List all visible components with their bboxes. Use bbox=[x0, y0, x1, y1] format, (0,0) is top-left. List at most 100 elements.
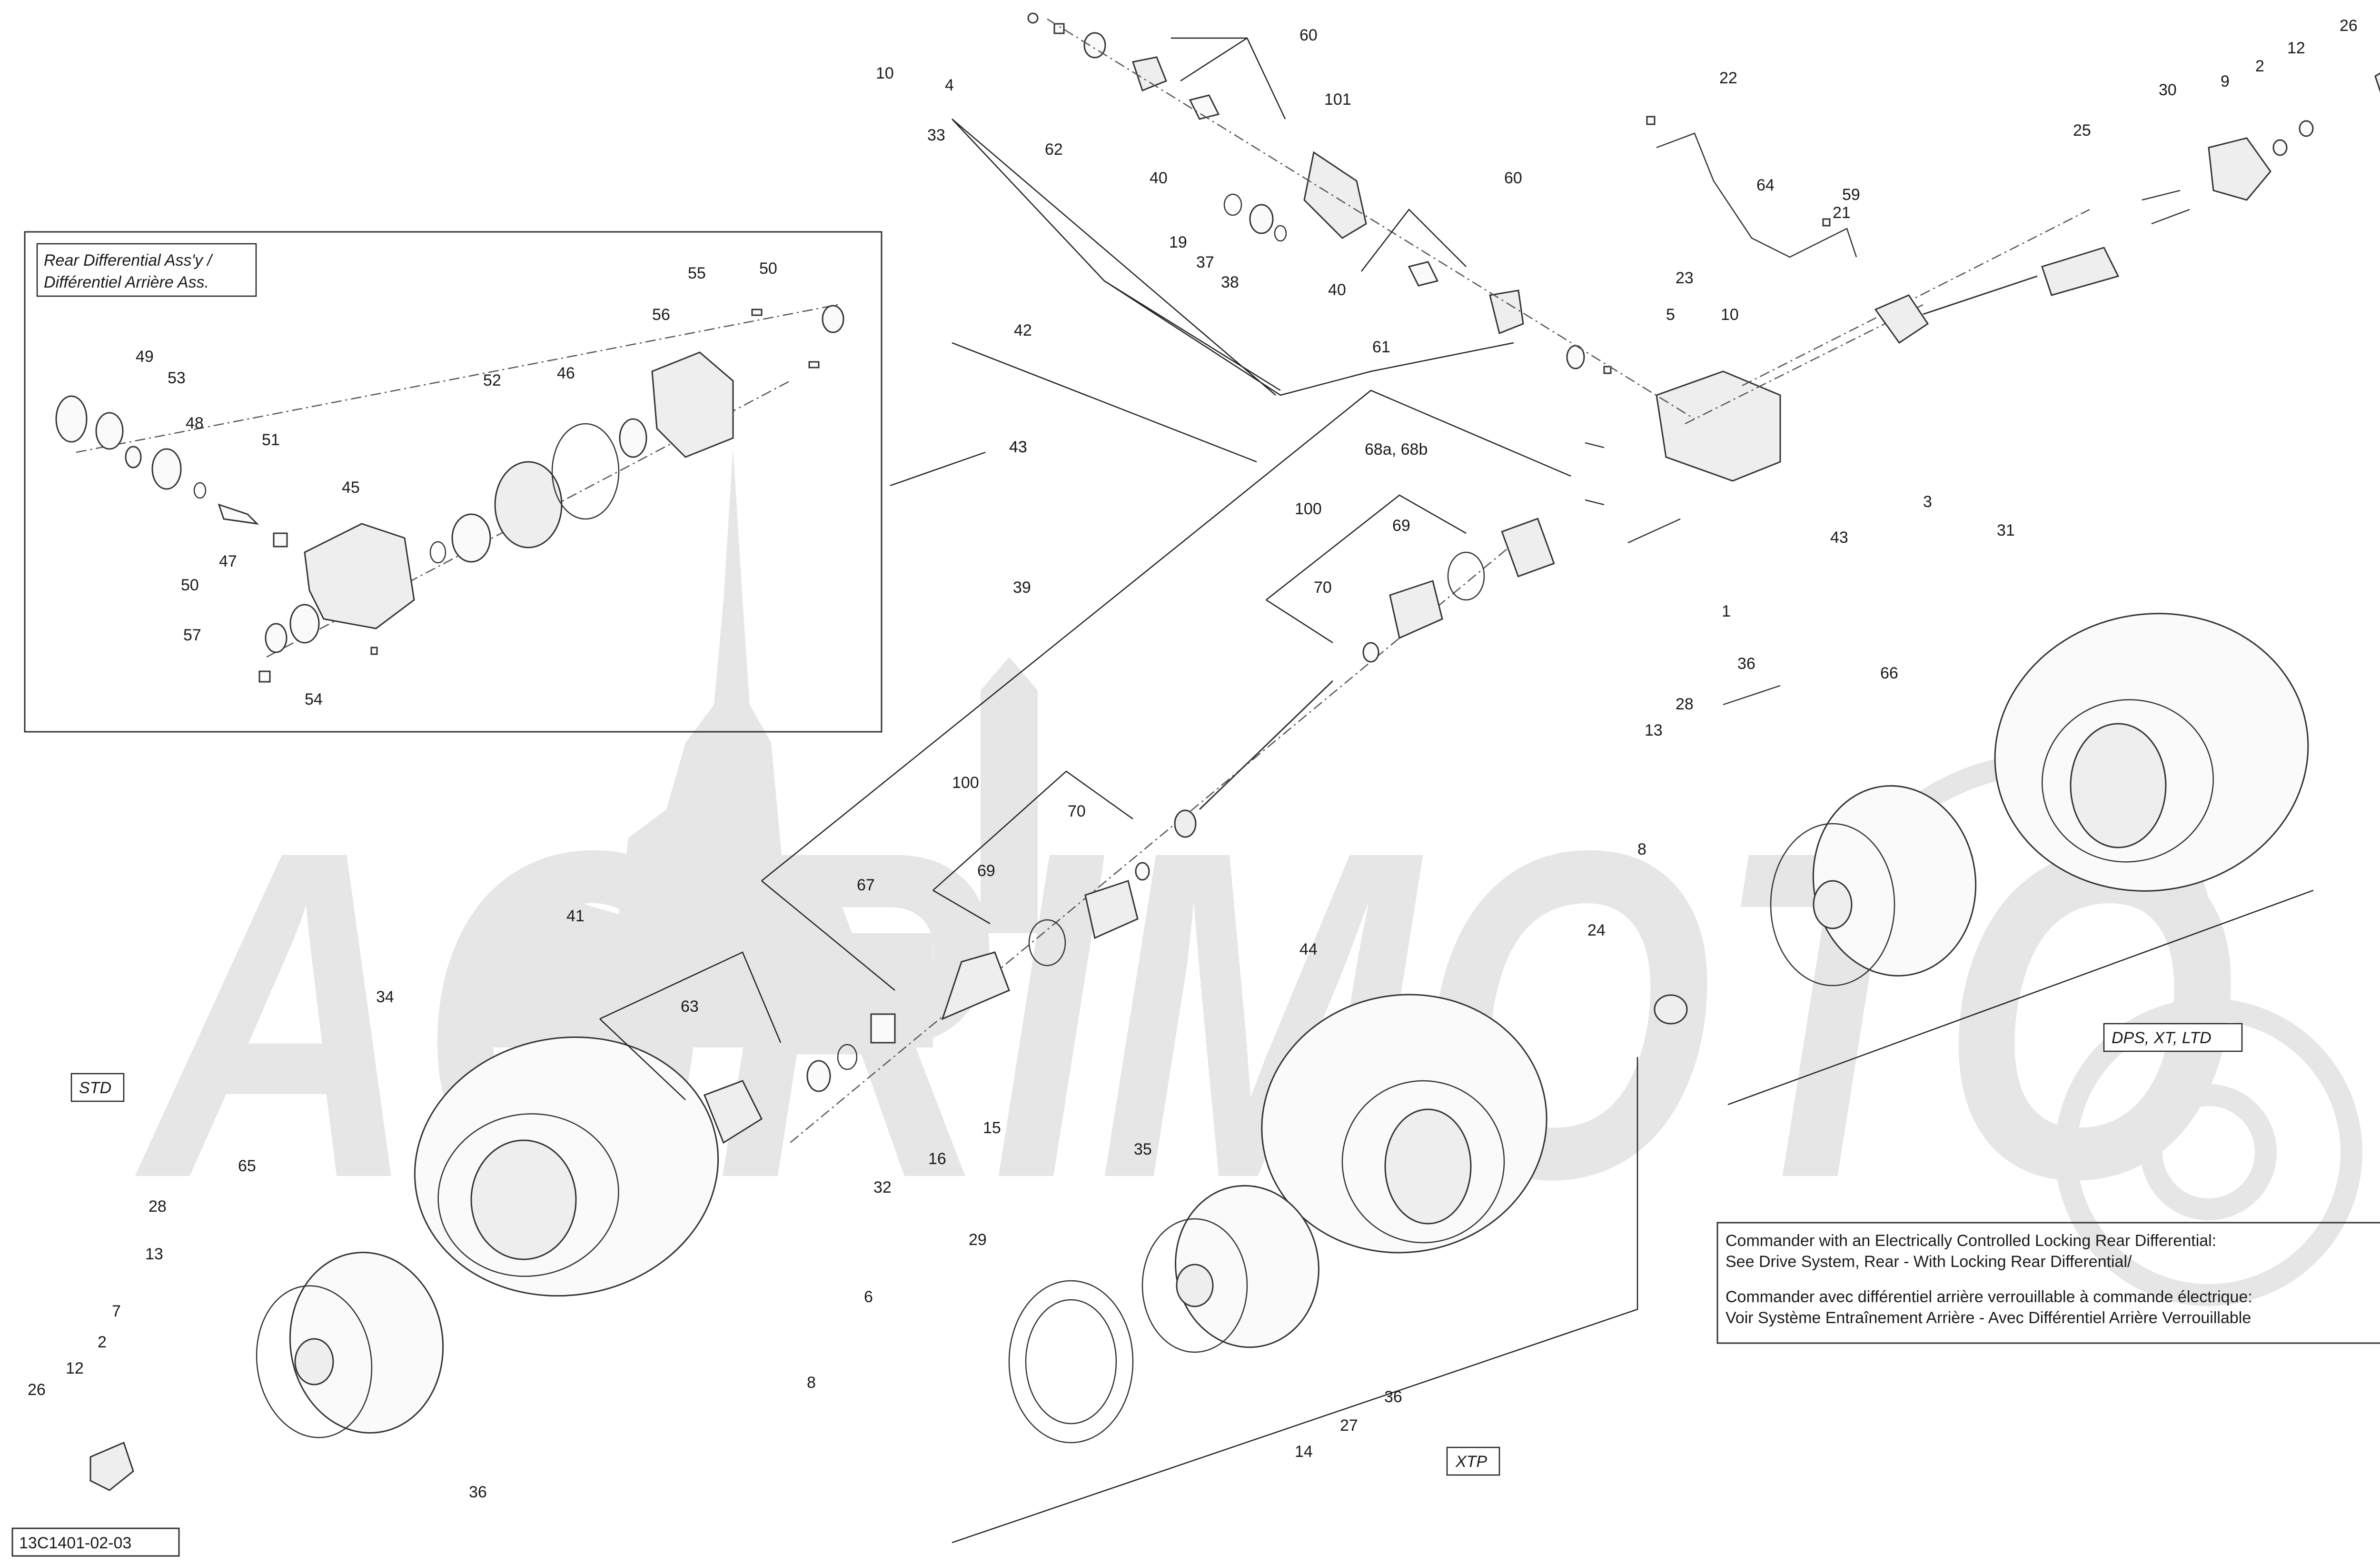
hub-30 bbox=[2208, 137, 2271, 201]
inset-title-box bbox=[36, 243, 257, 297]
nut-2 bbox=[2299, 120, 2314, 137]
bearing-15 bbox=[870, 1013, 896, 1044]
stud-a bbox=[1585, 442, 1605, 449]
callout: 36 bbox=[1384, 1388, 1402, 1406]
tag-std: STD bbox=[79, 1079, 111, 1097]
cover-56 bbox=[651, 351, 734, 458]
inset-frame bbox=[24, 231, 883, 733]
boot-100b bbox=[1084, 880, 1139, 939]
callout: 50 bbox=[759, 259, 777, 278]
callout: 22 bbox=[1719, 69, 1737, 87]
callout: 45 bbox=[342, 478, 360, 497]
callout: 66 bbox=[1880, 664, 1898, 682]
callout: 44 bbox=[1299, 940, 1318, 958]
spline-39 bbox=[1174, 809, 1197, 838]
figure-id-box: 13C1401-02-03 bbox=[11, 1527, 180, 1557]
circlip-51 bbox=[193, 482, 207, 499]
callout: 41 bbox=[566, 907, 585, 925]
callout: 36 bbox=[1737, 655, 1755, 673]
callout: 37 bbox=[1196, 253, 1214, 271]
callout: 60 bbox=[1299, 26, 1318, 44]
yoke-62 bbox=[1132, 56, 1167, 91]
note-box: Commander with an Electrically Controlle… bbox=[1716, 1222, 2380, 1344]
callout: 13 bbox=[145, 1245, 163, 1263]
nut-10 bbox=[1027, 12, 1039, 24]
cv-joint-right bbox=[1874, 294, 1929, 344]
tire-44 bbox=[1261, 994, 1547, 1254]
callout: 25 bbox=[2073, 121, 2091, 140]
axle-right bbox=[1923, 275, 2038, 315]
callout: 2 bbox=[2255, 57, 2264, 75]
callout: 70 bbox=[1068, 802, 1086, 820]
callout: 49 bbox=[136, 348, 154, 366]
clip-22 bbox=[1646, 116, 1656, 125]
callout: 40 bbox=[1150, 169, 1168, 187]
seal-32 bbox=[806, 1060, 831, 1092]
clamp-69b bbox=[1028, 919, 1066, 967]
ring-inset bbox=[429, 541, 446, 564]
stud-25a bbox=[2142, 189, 2181, 201]
callout: 62 bbox=[1045, 140, 1063, 159]
stud-25b bbox=[2151, 209, 2190, 225]
bearing-68 bbox=[1501, 518, 1555, 578]
callout: 21 bbox=[1833, 204, 1851, 222]
callout: 15 bbox=[983, 1119, 1001, 1137]
screw-54 bbox=[370, 647, 378, 655]
clamp-70 bbox=[1362, 642, 1379, 663]
cv-joint-67 bbox=[941, 951, 1010, 1020]
callout: 101 bbox=[1324, 90, 1351, 109]
wheel-35 bbox=[1141, 1185, 1319, 1353]
callout: 52 bbox=[483, 371, 501, 389]
left-axle-assembly bbox=[704, 518, 1555, 1144]
callout: 47 bbox=[219, 552, 237, 570]
housing-45 bbox=[304, 523, 415, 629]
callout: 28 bbox=[1676, 695, 1694, 713]
clip-21 bbox=[1822, 218, 1831, 227]
tag-xtp: XTP bbox=[1455, 1453, 1487, 1471]
figure-id: 13C1401-02-03 bbox=[19, 1534, 131, 1552]
callout: 56 bbox=[652, 306, 670, 324]
callout: 38 bbox=[1221, 273, 1239, 291]
callout: 1 bbox=[1722, 602, 1731, 620]
callout: 28 bbox=[149, 1197, 167, 1216]
boot-100 bbox=[1389, 580, 1443, 639]
callout-numbers: 10 4 33 62 60 101 40 19 37 38 60 40 61 4… bbox=[28, 17, 2358, 1501]
bearing-47 bbox=[289, 604, 320, 644]
note-line3: Commander avec différentiel arrière verr… bbox=[1726, 1288, 2252, 1306]
diff-gear bbox=[451, 513, 491, 563]
callout: 65 bbox=[238, 1157, 256, 1175]
callout: 33 bbox=[927, 126, 945, 144]
callout: 36 bbox=[469, 1483, 487, 1501]
callout: 29 bbox=[969, 1231, 987, 1249]
bearing-48 bbox=[151, 448, 182, 490]
seal-50 bbox=[265, 623, 288, 653]
callout: 13 bbox=[1645, 721, 1663, 739]
callout: 100 bbox=[952, 774, 979, 792]
stud-b bbox=[1585, 499, 1605, 506]
callout: 55 bbox=[688, 264, 706, 282]
wheel-66 bbox=[1770, 785, 1977, 987]
inset-rear-differential: Rear Differential Ass'y / Différentiel A… bbox=[24, 231, 883, 733]
callout: 26 bbox=[28, 1381, 46, 1399]
inset-title-line2: Différentiel Arrière Ass. bbox=[44, 273, 209, 291]
callout: 43 bbox=[1009, 438, 1027, 456]
note-line2: See Drive System, Rear - With Locking Re… bbox=[1726, 1253, 2132, 1271]
bolt-55 bbox=[751, 309, 763, 316]
callout: 24 bbox=[1587, 921, 1606, 939]
callout: 43 bbox=[1009, 438, 1027, 456]
ring-48 bbox=[125, 446, 142, 469]
callout: 19 bbox=[1169, 233, 1187, 251]
callout: 69 bbox=[1392, 517, 1410, 535]
rear-differential-43 bbox=[1656, 370, 1781, 482]
callout: 50 bbox=[181, 576, 199, 594]
propshaft-assembly bbox=[1027, 12, 2380, 706]
leader-lines bbox=[599, 37, 2314, 1544]
cross-60b bbox=[1408, 261, 1439, 287]
callout: 32 bbox=[873, 1178, 892, 1196]
bolt-1 bbox=[1627, 518, 1681, 544]
callout: 35 bbox=[1134, 1140, 1152, 1158]
callout: 42 bbox=[1014, 321, 1032, 339]
callout: 12 bbox=[66, 1359, 84, 1377]
callout: 23 bbox=[1676, 269, 1694, 287]
callout: 34 bbox=[376, 988, 394, 1006]
